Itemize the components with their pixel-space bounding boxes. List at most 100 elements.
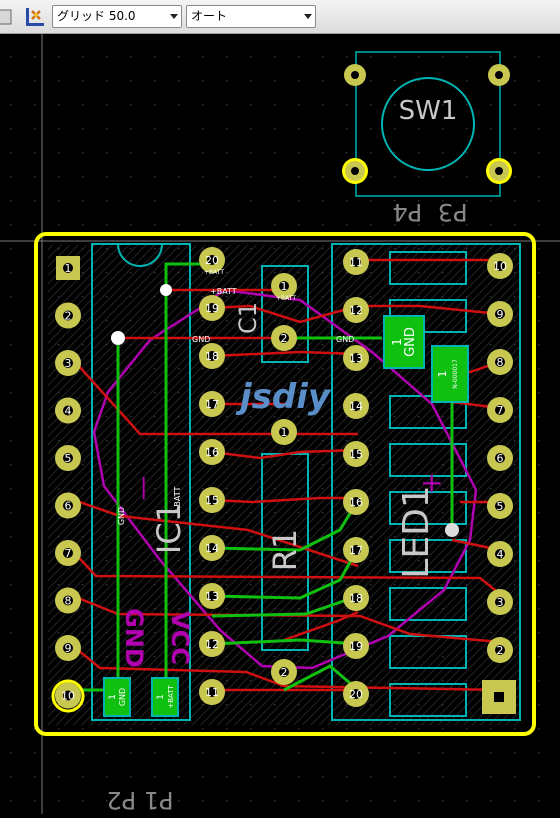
left-pin-8-label: 8 — [65, 595, 72, 608]
left-pin-7-label: 7 — [65, 547, 72, 560]
sw1-p3: P3 — [438, 198, 468, 226]
grid-size-value: グリッド 50.0 — [57, 9, 136, 23]
left-pin-2[interactable]: 2 — [55, 302, 81, 329]
led1-plus: + — [420, 466, 443, 499]
ic1-pin-11[interactable]: 11 — [199, 679, 225, 705]
via-gnd — [111, 331, 125, 345]
ic1-pin-17[interactable]: 17 — [199, 391, 225, 417]
gnd-connector-pad[interactable]: 1 GND — [103, 677, 131, 717]
led1-outline — [331, 243, 521, 721]
grid-size-select[interactable]: グリッド 50.0 — [52, 5, 182, 28]
left-pin-10[interactable]: 10 — [55, 682, 81, 709]
gnd-pad-label: GND — [118, 688, 127, 706]
led1-left-pin-13-label: 13 — [349, 352, 363, 365]
led1-left-pin-12[interactable]: 12 — [343, 297, 369, 323]
led1-right-pin-5[interactable]: 5 — [487, 493, 513, 519]
led1-left-pin-13[interactable]: 13 — [343, 345, 369, 371]
led1-left-pin-14[interactable]: 14 — [343, 393, 369, 419]
c1-pin-2[interactable]: 2 — [271, 325, 297, 351]
led1-left-pin-14-label: 14 — [349, 400, 363, 413]
left-pin-10-label: 10 — [61, 690, 75, 703]
led-segments — [389, 251, 467, 717]
led1-left-pin-17-label: 17 — [349, 544, 363, 557]
c1-pin-2-label: 2 — [281, 332, 288, 345]
board-edge — [34, 232, 536, 736]
led1-right-pin-6[interactable]: 6 — [487, 445, 513, 471]
zoom-select[interactable]: オート — [186, 5, 316, 28]
ic1-pin-20[interactable]: 20 — [199, 247, 225, 273]
led1-left-pin-20[interactable]: 20 — [343, 681, 369, 707]
led1-left-pin-12-label: 12 — [349, 304, 363, 317]
r1-pin-1-label: 1 — [281, 426, 288, 439]
layer-toggle-icon[interactable] — [0, 4, 18, 30]
led1-left-pin-15[interactable]: 15 — [343, 441, 369, 467]
ic1-notch — [117, 243, 163, 267]
ic1-pin-18-label: 18 — [205, 350, 219, 363]
led1-left-pin-19[interactable]: 19 — [343, 633, 369, 659]
ic1-pin-18[interactable]: 18 — [199, 343, 225, 369]
ic1-pin-19[interactable]: 19 — [199, 295, 225, 321]
led1-right-pin-6-label: 6 — [497, 452, 504, 465]
led1-left-pin-16[interactable]: 16 — [343, 489, 369, 515]
r1-pin-1[interactable]: 1 — [271, 419, 297, 445]
led1-left-pin-17[interactable]: 17 — [343, 537, 369, 563]
sw1-label: SW1 — [399, 96, 458, 126]
ic1-pin-16-label: 16 — [205, 446, 219, 459]
ic1-pin-13[interactable]: 13 — [199, 583, 225, 609]
gnd-green-pad[interactable]: 1 GND — [383, 315, 425, 369]
led1-right-pin-2[interactable]: 2 — [487, 637, 513, 663]
ic1-pin-14[interactable]: 14 — [199, 535, 225, 561]
r1-pin-2[interactable]: 2 — [271, 659, 297, 685]
gnd-pad-num: 1 — [108, 694, 118, 700]
led1-right-pin-9[interactable]: 9 — [487, 301, 513, 327]
ic1-pin-12[interactable]: 12 — [199, 631, 225, 657]
r1-pin-2-label: 2 — [281, 666, 288, 679]
sw1-p4: P4 — [392, 198, 422, 226]
gnd-green-label: GND — [403, 327, 418, 357]
led-segment — [389, 683, 467, 717]
led1-right-pin-8[interactable]: 8 — [487, 349, 513, 375]
ic1-pin-12-label: 12 — [205, 638, 219, 651]
ic1-pin-16[interactable]: 16 — [199, 439, 225, 465]
zoom-value: オート — [191, 9, 228, 23]
led1-right-pin-3[interactable]: 3 — [487, 589, 513, 615]
left-pin-9[interactable]: 9 — [55, 635, 81, 661]
via-batt — [160, 284, 172, 296]
led1-right-pin-10-label: 10 — [493, 260, 507, 273]
pcb-canvas[interactable]: SW1 P3 P4 — [0, 34, 560, 814]
c1-pin-1[interactable]: 1 — [271, 273, 297, 299]
pcb-view[interactable]: SW1 P3 P4 — [0, 34, 560, 814]
jsdiy-label: jsdiy — [235, 377, 332, 417]
led1-left-pin-18[interactable]: 18 — [343, 585, 369, 611]
switch-sw1[interactable]: SW1 P3 P4 — [342, 51, 512, 226]
net-batt-vertical: +BATT — [173, 487, 182, 514]
ic1-pin-15[interactable]: 15 — [199, 487, 225, 513]
left-pin-7[interactable]: 7 — [55, 540, 81, 566]
left-pin-4[interactable]: 4 — [55, 397, 81, 424]
batt-pad-label: +BATT — [167, 685, 175, 709]
led1-left-pin-11[interactable]: 11 — [343, 249, 369, 275]
left-pin-5[interactable]: 5 — [55, 445, 81, 471]
led1-right-pin-4[interactable]: 4 — [487, 541, 513, 567]
led1-right-pin-5-label: 5 — [497, 500, 504, 513]
led1-right-pin-7[interactable]: 7 — [487, 397, 513, 423]
left-pin-8[interactable]: 8 — [55, 587, 81, 614]
batt-connector-pad[interactable]: 1 +BATT — [151, 677, 179, 717]
left-pin-3[interactable]: 3 — [55, 350, 81, 376]
gnd-green-num: 1 — [390, 338, 404, 346]
grid-tool-icon[interactable] — [22, 4, 48, 30]
led1-right-pin-10[interactable]: 10 — [487, 253, 513, 279]
led1-right-pin-7-label: 7 — [497, 404, 504, 417]
c1-label: C1 — [234, 302, 262, 334]
net-code-num: 1 — [436, 371, 449, 378]
left-pin-3-label: 3 — [65, 357, 72, 370]
left-pin-6[interactable]: 6 — [55, 492, 81, 519]
ic1-pin-13-label: 13 — [205, 590, 219, 603]
r1-label: R1 — [266, 529, 304, 572]
c1-pin-1-label: 1 — [281, 280, 288, 293]
ic1-pin-11-label: 11 — [205, 686, 219, 699]
ic1-pin-14-label: 14 — [205, 542, 219, 555]
left-pin-1[interactable]: 1 — [56, 256, 80, 280]
net-code-pad[interactable]: 1 N-000017 — [431, 345, 469, 403]
ic1-outline — [91, 243, 191, 721]
